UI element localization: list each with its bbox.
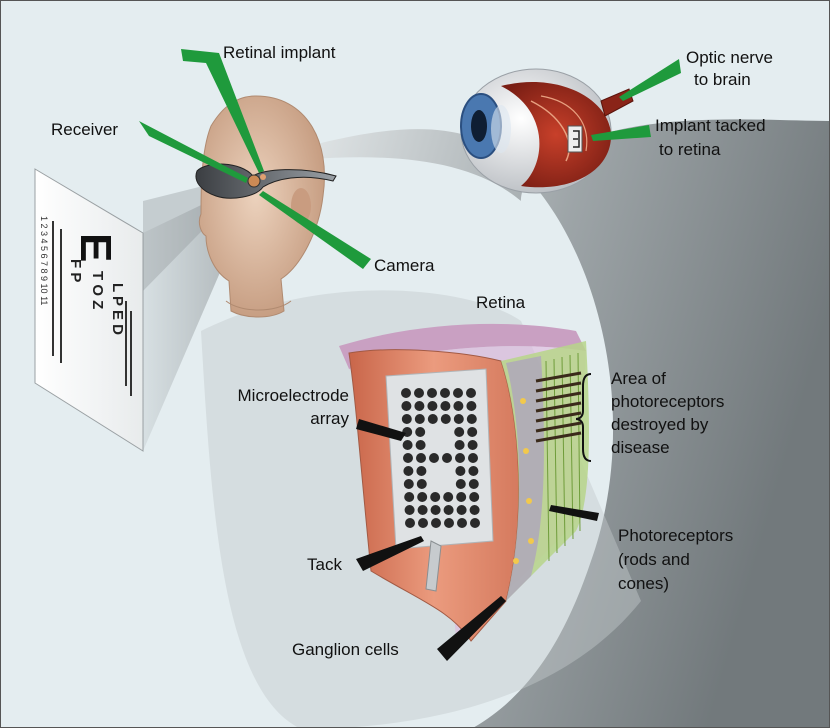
- electrode: [442, 453, 452, 463]
- label-microelectrode-2: array: [310, 409, 349, 428]
- tack: [425, 540, 442, 592]
- electrode: [455, 479, 466, 489]
- area-bracket: [575, 373, 592, 462]
- electrode: [453, 414, 464, 424]
- label-implant-tacked-1: Implant tacked: [655, 116, 766, 135]
- electrode: [466, 388, 476, 398]
- label-receiver: Receiver: [51, 120, 119, 139]
- electrode: [401, 414, 412, 424]
- label-area-4: disease: [611, 438, 670, 457]
- eye-cross-section: [460, 68, 634, 194]
- electrode: [468, 466, 479, 476]
- electrode: [416, 466, 427, 476]
- electrode: [403, 479, 414, 489]
- electrode: [455, 466, 466, 476]
- electrode: [404, 492, 415, 502]
- eye-chart: E F P T O Z L P E D 1 2 3 4 5 6 7 8 9 10…: [34, 168, 144, 452]
- label-area-3: destroyed by: [611, 415, 709, 434]
- electrode: [418, 518, 428, 528]
- electrode: [454, 427, 465, 437]
- electrode: [440, 388, 450, 398]
- electrode: [440, 414, 451, 424]
- electrode: [427, 414, 438, 424]
- electrode: [430, 505, 441, 515]
- electrode: [466, 414, 477, 424]
- electrode: [427, 388, 437, 398]
- electrode: [429, 453, 439, 463]
- electrode: [468, 453, 478, 463]
- electrode: [457, 518, 467, 528]
- electrode: [469, 492, 480, 502]
- electrode: [467, 440, 478, 450]
- electrode: [456, 492, 467, 502]
- label-implant-tacked-2: to retina: [659, 140, 721, 159]
- electrode: [453, 401, 464, 411]
- svg-text:T O Z: T O Z: [89, 271, 106, 309]
- svg-text:E: E: [71, 233, 120, 262]
- svg-text:F P: F P: [67, 259, 84, 282]
- magnification-swoosh: [241, 119, 829, 727]
- label-ganglion-cells: Ganglion cells: [292, 640, 399, 659]
- label-photoreceptors-2: (rods and: [618, 550, 690, 569]
- label-optic-nerve-1: Optic nerve: [686, 48, 773, 67]
- green-leaders: [139, 49, 681, 269]
- electrode: [431, 518, 441, 528]
- electrode: [444, 518, 454, 528]
- electrode: [404, 505, 415, 515]
- electrode: [417, 505, 428, 515]
- label-microelectrode-1: Microelectrode: [237, 386, 350, 405]
- electrode: [403, 453, 413, 463]
- electrode: [456, 505, 467, 515]
- label-area-1: Area of: [611, 369, 666, 388]
- electrode: [401, 401, 412, 411]
- electrode: [427, 401, 438, 411]
- label-photoreceptors-3: cones): [618, 574, 670, 593]
- black-leaders: [356, 419, 599, 661]
- electrode: [468, 479, 479, 489]
- label-optic-nerve-2: to brain: [694, 70, 751, 89]
- microelectrode-pad: [385, 368, 494, 550]
- electrode: [430, 492, 441, 502]
- electrode: [443, 505, 454, 515]
- electrode: [401, 388, 411, 398]
- electrode: [453, 388, 463, 398]
- electrode: [415, 440, 426, 450]
- electrode: [466, 401, 477, 411]
- electrode: [440, 401, 451, 411]
- electrode: [416, 453, 426, 463]
- retina-block: [339, 323, 589, 642]
- label-photoreceptors-1: Photoreceptors: [618, 526, 734, 545]
- electrode: [403, 466, 414, 476]
- electrode: [443, 492, 454, 502]
- svg-text:1 2 3 4 5 6 7 8 9 10 11: 1 2 3 4 5 6 7 8 9 10 11: [39, 216, 49, 305]
- electrode: [402, 440, 413, 450]
- electrode: [415, 427, 426, 437]
- svg-text:L P E D: L P E D: [109, 283, 126, 335]
- damaged-photoreceptors: [535, 371, 582, 443]
- head-illustration: [195, 95, 337, 318]
- camera-device: [247, 174, 261, 188]
- electrode: [414, 388, 424, 398]
- electrode: [470, 518, 480, 528]
- electrode: [455, 453, 465, 463]
- electrode: [467, 427, 478, 437]
- electrode: [469, 505, 480, 515]
- electrode: [405, 518, 415, 528]
- electrode: [416, 479, 427, 489]
- electrode: [417, 492, 428, 502]
- label-area-2: photoreceptors: [611, 392, 725, 411]
- label-tack: Tack: [307, 555, 342, 574]
- electrode-dots: [401, 388, 480, 528]
- label-retinal-implant: Retinal implant: [223, 43, 336, 62]
- label-camera: Camera: [374, 256, 435, 275]
- electrode: [414, 401, 425, 411]
- electrode: [454, 440, 465, 450]
- label-retina: Retina: [476, 293, 526, 312]
- electrode: [414, 414, 425, 424]
